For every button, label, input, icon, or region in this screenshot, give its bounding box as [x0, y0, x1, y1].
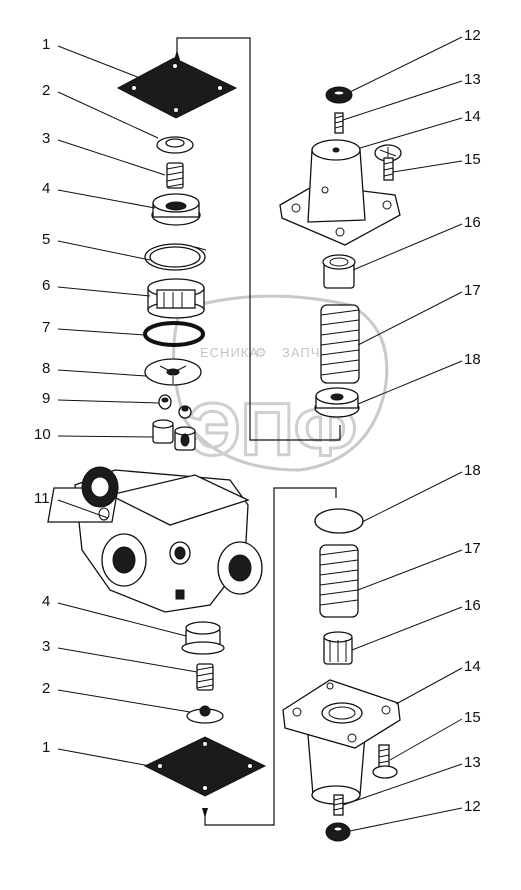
part-6-valve-body	[147, 278, 205, 319]
watermark-text-left: ЕСНИКА	[200, 345, 259, 360]
part-11-main-housing	[47, 466, 263, 613]
leader-lines-right	[342, 36, 463, 832]
part-16-sleeve-top	[322, 254, 356, 289]
callout-15-bottom: 15	[464, 709, 481, 726]
part-1-gasket-bottom	[143, 736, 267, 797]
callout-13-top: 13	[464, 71, 481, 88]
flow-lines	[174, 37, 341, 826]
callout-6: 6	[42, 277, 50, 294]
callout-18-bottom: 18	[464, 462, 481, 479]
callout-4-bottom: 4	[42, 593, 50, 610]
callout-2-top: 2	[42, 82, 50, 99]
callout-16-top: 16	[464, 214, 481, 231]
part-8-seat-plate	[144, 358, 202, 386]
part-2-valve-plate-lower	[186, 705, 224, 724]
callout-1-top: 1	[42, 36, 50, 53]
part-2-valve-plate	[156, 136, 194, 154]
callout-2-bottom: 2	[42, 680, 50, 697]
part-15-bolt-lower	[372, 744, 398, 779]
part-12-nut-lower	[325, 822, 351, 842]
callout-8: 8	[42, 360, 50, 377]
part-9-bushings	[158, 394, 192, 419]
callout-4-top: 4	[42, 180, 50, 197]
callout-3-bottom: 3	[42, 638, 50, 655]
watermark-gear-icon: ⚙	[255, 345, 267, 360]
callout-12-top: 12	[464, 27, 481, 44]
callout-18-top: 18	[464, 351, 481, 368]
callout-12-bottom: 12	[464, 798, 481, 815]
part-3-spring	[166, 162, 184, 189]
part-5-retaining-ring	[144, 243, 207, 271]
callouts-left: 1 2 3 4 5 6 7 8 9 10 11 4 3 2 1	[34, 36, 51, 756]
callout-7: 7	[42, 319, 50, 336]
part-16-sleeve-lower	[323, 631, 353, 665]
callout-17-top: 17	[464, 282, 481, 299]
part-10-sleeves	[152, 419, 196, 451]
part-13-screw-top	[334, 112, 344, 134]
watermark-text-right: ЗАПЧА	[282, 345, 330, 360]
callout-10: 10	[34, 426, 51, 443]
callout-14-top: 14	[464, 108, 481, 125]
callout-9: 9	[42, 390, 50, 407]
callout-15-top: 15	[464, 151, 481, 168]
part-14-cover-top	[279, 139, 401, 246]
callout-11: 11	[34, 490, 50, 507]
part-13-screw-lower	[333, 794, 344, 816]
callout-1-bottom: 1	[42, 739, 50, 756]
part-1-gasket-top	[116, 57, 238, 119]
callout-17-bottom: 17	[464, 540, 481, 557]
part-18-disc-lower	[314, 508, 364, 534]
callout-13-bottom: 13	[464, 754, 481, 771]
leader-lines-left	[57, 45, 198, 767]
callout-3-top: 3	[42, 130, 50, 147]
part-17-spring-lower	[319, 544, 359, 618]
callout-16-bottom: 16	[464, 597, 481, 614]
part-14-cover-lower	[282, 679, 401, 805]
part-7-o-ring	[143, 321, 205, 347]
part-17-spring-top	[320, 304, 360, 384]
part-15-bolt-top	[374, 144, 402, 181]
part-4-cap	[151, 193, 201, 226]
part-4-cap-lower	[181, 621, 225, 655]
callout-14-bottom: 14	[464, 658, 481, 675]
part-12-nut-top	[325, 86, 353, 104]
callouts-right: 12 13 14 15 16 17 18 18 17 16 14 15 13 1…	[464, 27, 481, 815]
callout-5: 5	[42, 231, 50, 248]
part-18-piston-top	[314, 387, 360, 418]
part-3-spring-lower	[196, 663, 214, 691]
